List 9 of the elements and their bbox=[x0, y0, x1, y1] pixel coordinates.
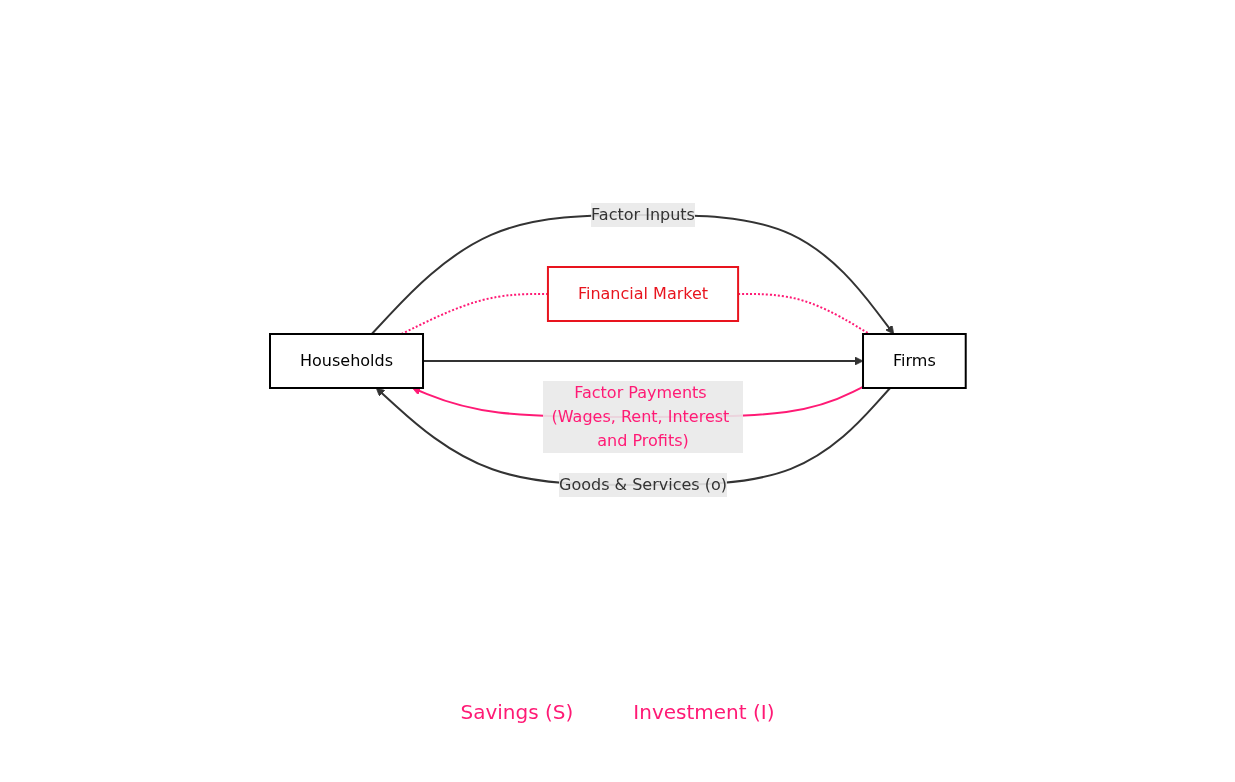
edge-label: Factor Inputs bbox=[590, 205, 695, 224]
node-box: Firms bbox=[861, 333, 967, 389]
node-box: Households bbox=[268, 333, 424, 389]
note-text: Savings (S) bbox=[460, 700, 574, 724]
note-text: Investment (I) bbox=[633, 700, 775, 724]
arrow bbox=[370, 214, 894, 335]
edge-label: Goods & Services (o) bbox=[558, 475, 727, 494]
edge-label: Factor Payments (Wages, Rent, Interest and Profits) bbox=[551, 383, 730, 450]
node-box: Financial Market bbox=[546, 266, 739, 322]
